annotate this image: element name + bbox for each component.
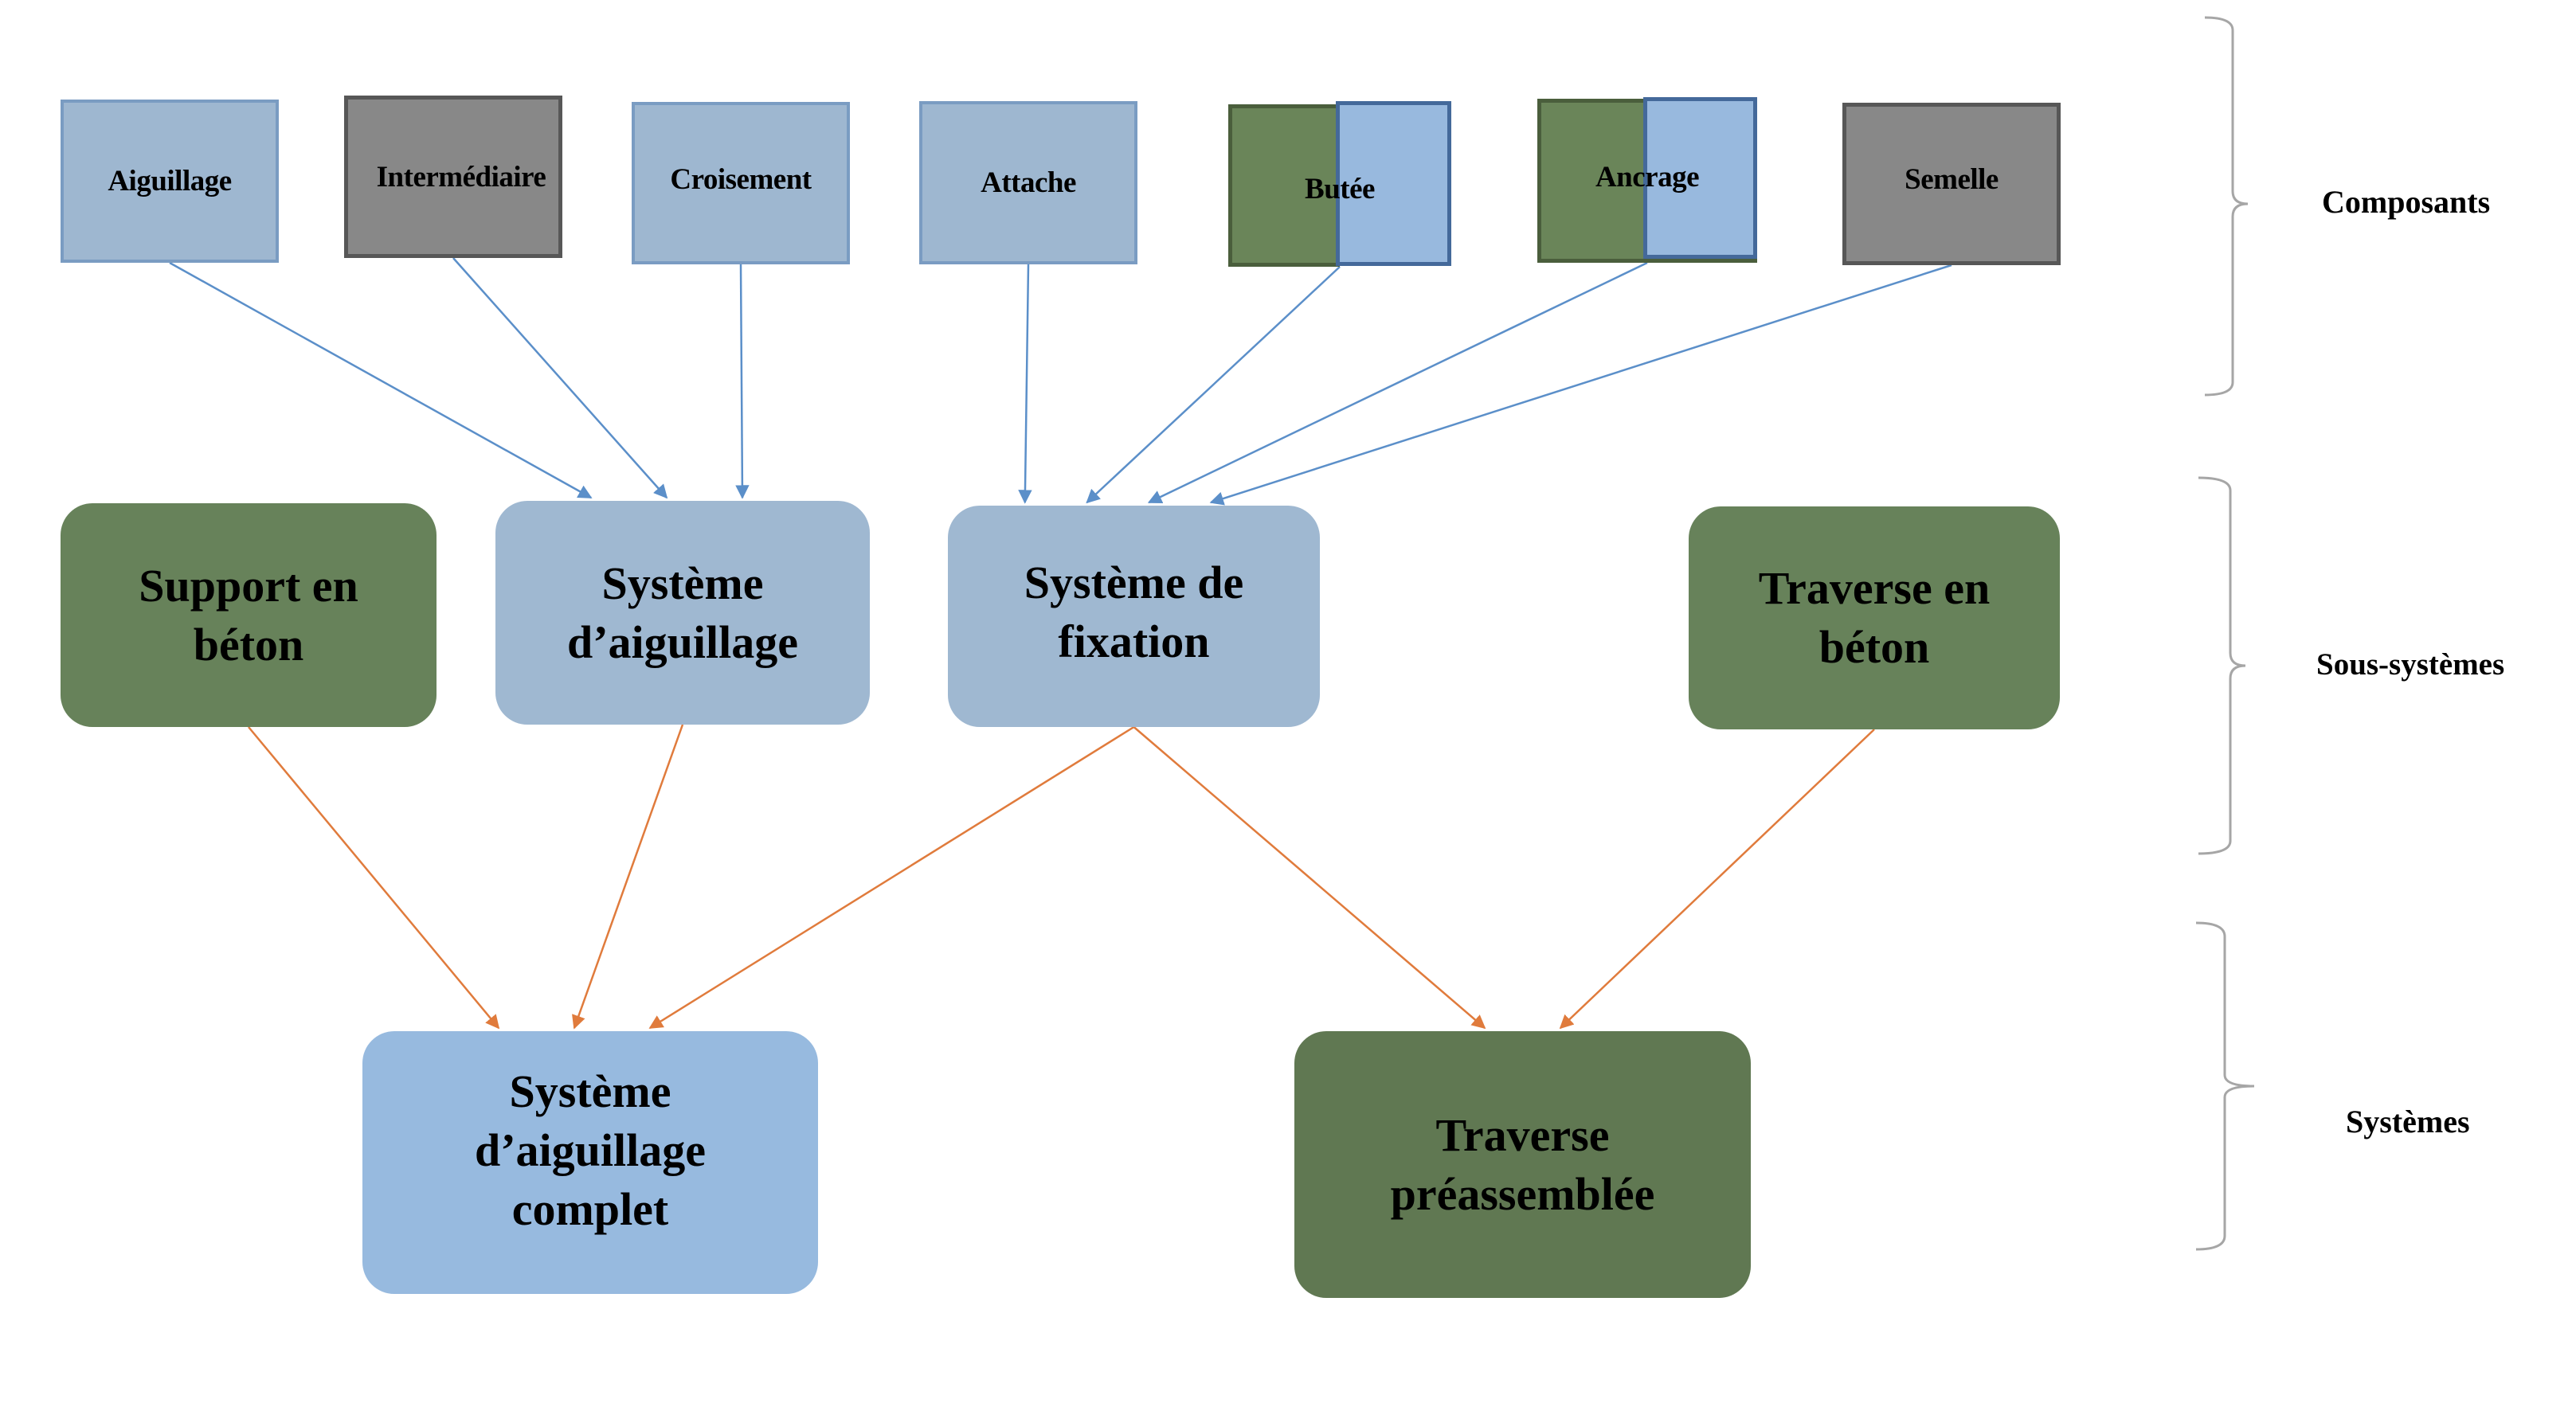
subsystem-edges: [248, 724, 1875, 1030]
component-label: Intermédiaire: [376, 160, 546, 193]
arrow-intermediaire-to-sys_aiguillage: [452, 257, 668, 499]
component-label: Aiguillage: [108, 165, 232, 197]
label-line: fixation: [1058, 616, 1210, 667]
subsystem-label: Traverse en béton: [1759, 559, 1990, 677]
arrow-sys_fixation-to-traverse_preassemblee: [1133, 726, 1486, 1030]
label-line: d’aiguillage: [474, 1124, 707, 1176]
subsystem-systeme-fixation[interactable]: Système de fixation: [948, 506, 1320, 727]
arrow-traverse_beton-to-traverse_preassemblee: [1559, 729, 1875, 1030]
blue-half: [1643, 97, 1757, 259]
label-line: béton: [193, 618, 304, 670]
arrow-attache-to-sys_fixation: [1018, 264, 1032, 504]
subsystem-label: Support en béton: [139, 557, 358, 674]
component-label: Semelle: [1905, 162, 1999, 196]
component-croisement[interactable]: Croisement: [632, 102, 850, 264]
component-ancrage[interactable]: Ancrage: [1537, 97, 1757, 263]
system-traverse-preassemblee[interactable]: Traverse préassemblée: [1294, 1031, 1751, 1298]
arrow-ancrage-to-sys_fixation: [1147, 261, 1648, 504]
level-label-systemes: Systèmes: [2346, 1104, 2470, 1139]
arrow-croisement-to-sys_aiguillage: [735, 264, 750, 499]
component-label: Butée: [1305, 172, 1375, 205]
component-attache[interactable]: Attache: [919, 101, 1137, 264]
label-line: Système: [509, 1065, 671, 1117]
brace-systemes: [2195, 921, 2255, 1251]
component-label: Croisement: [670, 162, 812, 196]
subsystem-label: Système de fixation: [1024, 553, 1243, 671]
brace-composants: [2204, 16, 2249, 397]
component-edges: [169, 257, 1952, 506]
level-label-sous-systemes: Sous-systèmes: [2316, 647, 2505, 682]
component-intermediaire[interactable]: Intermédiaire: [344, 96, 562, 258]
arrow-sys_aiguillage-to-sys_aiguillage_complet: [572, 724, 684, 1030]
brace-sous-systemes: [2198, 476, 2246, 855]
arrow-sys_fixation-to-sys_aiguillage_complet: [648, 725, 1135, 1030]
system-label: Système d’aiguillage complet: [475, 1062, 706, 1239]
arrow-butee-to-sys_fixation: [1086, 266, 1341, 504]
component-label: Ancrage: [1595, 160, 1700, 193]
green-half: [1228, 104, 1340, 267]
subsystem-label: Système d’aiguillage: [567, 554, 798, 672]
component-semelle[interactable]: Semelle: [1842, 103, 2061, 265]
label-line: Support en: [139, 559, 358, 612]
subsystem-traverse-beton[interactable]: Traverse en béton: [1689, 506, 2060, 729]
label-line: Système: [601, 557, 764, 609]
label-line: préassemblée: [1390, 1167, 1655, 1220]
system-label: Traverse préassemblée: [1391, 1106, 1655, 1224]
subsystem-systeme-aiguillage[interactable]: Système d’aiguillage: [495, 501, 870, 725]
label-line: béton: [1818, 621, 1930, 673]
label-line: Traverse en: [1758, 562, 1991, 614]
blue-half: [1336, 101, 1451, 266]
level-braces: [2195, 16, 2255, 1251]
arrow-aiguillage-to-sys_aiguillage: [169, 261, 593, 499]
arrow-semelle-to-sys_fixation: [1209, 264, 1952, 506]
label-line: d’aiguillage: [566, 616, 799, 668]
label-line: Traverse: [1435, 1108, 1610, 1161]
component-label: Attache: [981, 166, 1076, 199]
label-line: Système de: [1024, 557, 1244, 608]
system-systeme-aiguillage-complet[interactable]: Système d’aiguillage complet: [362, 1031, 818, 1294]
arrow-support_beton-to-sys_aiguillage_complet: [248, 726, 500, 1030]
label-line: complet: [511, 1183, 669, 1235]
level-label-composants: Composants: [2322, 184, 2491, 220]
component-butee[interactable]: Butée: [1228, 101, 1451, 267]
component-aiguillage[interactable]: Aiguillage: [61, 100, 279, 263]
subsystem-support-beton[interactable]: Support en béton: [61, 503, 437, 727]
